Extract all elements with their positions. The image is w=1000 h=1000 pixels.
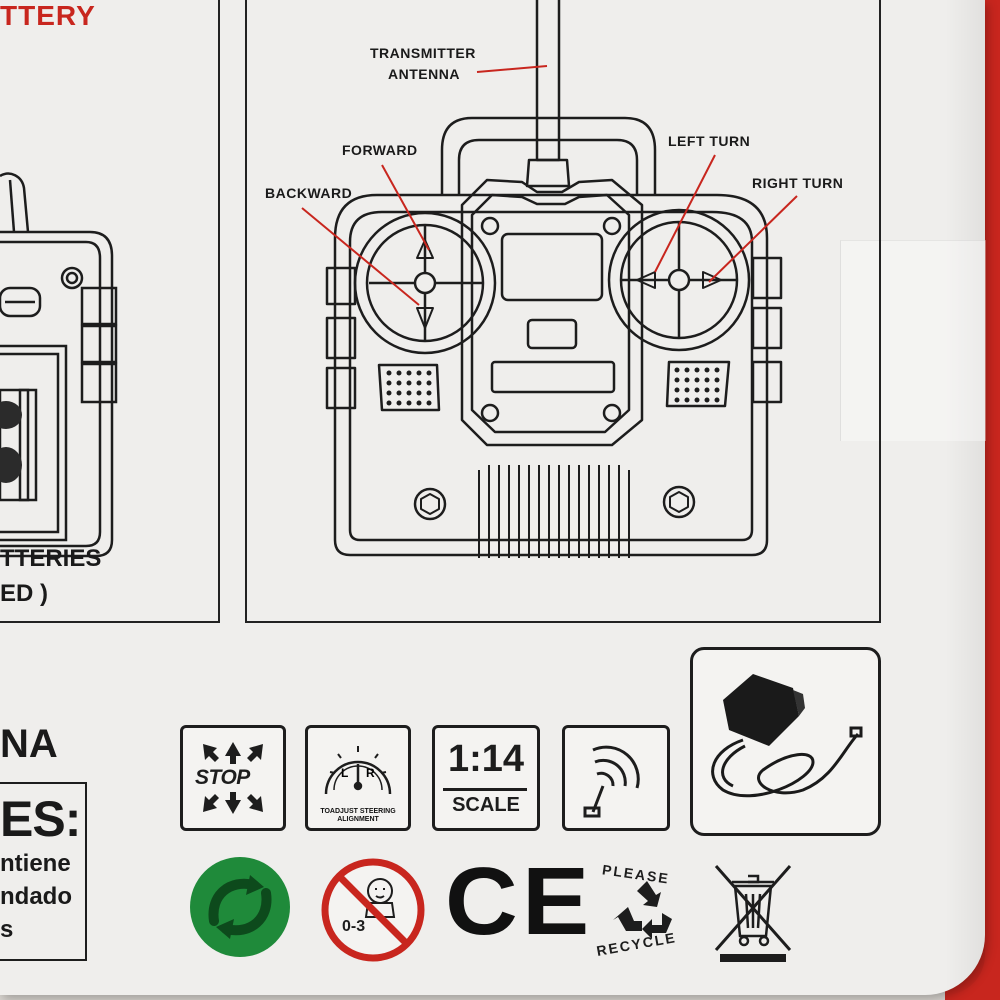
ce-mark: CE	[445, 848, 594, 955]
battery-heading: TTERY	[0, 0, 96, 31]
callout-antenna-line2: ANTENNA	[388, 66, 460, 82]
charger-badge	[690, 647, 881, 836]
callout-backward: BACKWARD	[265, 185, 353, 201]
controller-panel	[245, 0, 881, 623]
warning-line2: ndado	[0, 883, 72, 910]
age-label: 0-3	[342, 918, 366, 935]
charger-icon	[711, 674, 863, 798]
scale-ratio: 1:14	[447, 738, 525, 780]
warning-box	[0, 782, 87, 961]
steering-alignment-badge: L R TOADJUST STEERING ALIGNMENT	[305, 725, 411, 831]
batteries-text-line1: TTERIES	[0, 545, 102, 572]
clear-tape-strip	[840, 240, 986, 441]
callout-antenna-line1: TRANSMITTER	[370, 45, 476, 61]
recycle-icon	[613, 881, 672, 939]
weee-bin-icon	[714, 865, 792, 962]
stop-label: STOP	[195, 766, 250, 789]
stop-function-badge: STOP	[180, 725, 286, 831]
radio-signal-icon	[583, 745, 640, 818]
steering-l: L	[341, 766, 349, 780]
stop-arrows-icon	[203, 742, 263, 814]
callout-right-turn: RIGHT TURN	[752, 175, 844, 191]
callout-forward: FORWARD	[342, 142, 418, 158]
steering-r: R	[366, 766, 375, 780]
warning-line3: s	[0, 916, 14, 943]
batteries-text-line2: ED )	[0, 580, 48, 607]
warning-title: ES:	[0, 791, 81, 847]
steering-caption-line1: TOADJUST STEERING	[320, 808, 396, 815]
steering-gauge-icon	[324, 746, 392, 795]
antenna-heading: NA	[0, 722, 58, 766]
scale-badge: 1:14 SCALE	[432, 725, 540, 831]
remote-controller-diagram	[301, 0, 798, 558]
callout-left-turn: LEFT TURN	[668, 133, 751, 149]
scale-divider	[443, 788, 527, 791]
warning-line1: ntiene	[0, 850, 71, 877]
scale-word: SCALE	[452, 794, 520, 816]
battery-panel	[0, 0, 220, 623]
radio-control-badge	[562, 725, 670, 831]
green-dot-icon	[190, 857, 290, 957]
car-battery-illustration	[0, 172, 118, 558]
steering-caption-line2: ALIGNMENT	[337, 816, 379, 823]
age-warning-icon	[321, 858, 425, 962]
